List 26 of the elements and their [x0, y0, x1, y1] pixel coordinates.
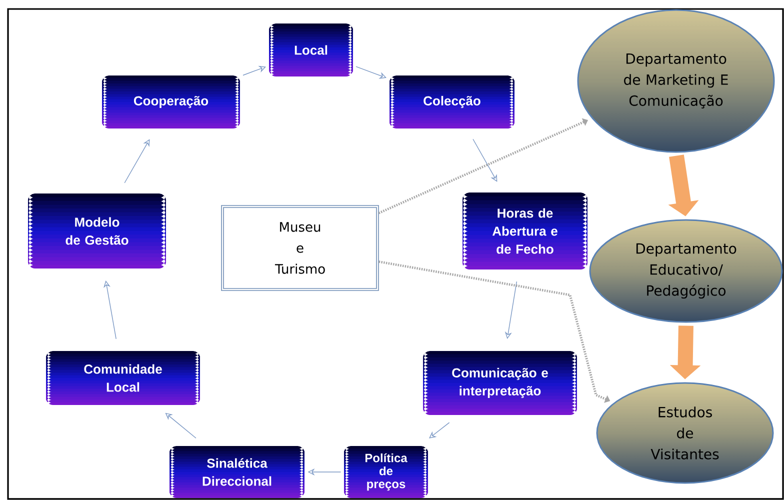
node-label: Comunicação e interpretação — [452, 368, 548, 398]
node-label: de Fecho — [496, 244, 554, 254]
process-box: Sinalética Direccional — [170, 446, 304, 498]
process-box: Horas de Abertura e de Fecho — [462, 192, 588, 270]
process-box: Local — [269, 24, 353, 76]
arrow — [124, 139, 150, 184]
process-box: Comunidade Local — [46, 350, 200, 405]
arrow — [104, 280, 116, 340]
node-label: Modelo de Gestão — [66, 217, 128, 245]
process-box: Comunicação e interpretação — [423, 350, 577, 415]
process-box: Política de preços — [344, 446, 428, 498]
arrow — [356, 66, 386, 79]
node-label: Cooperação — [134, 96, 208, 108]
node-label: Local — [106, 382, 140, 392]
node-label: Horas de — [498, 208, 553, 218]
process-box: Colecção — [390, 76, 514, 128]
node-label: Sinalética Direccional — [202, 458, 272, 486]
node-label: Local — [294, 45, 328, 55]
arrow — [242, 66, 266, 76]
central-box: Museu e Turismo — [221, 205, 379, 291]
arrow — [472, 138, 498, 182]
node-label: Política de preços — [365, 453, 408, 491]
arrow — [429, 422, 450, 438]
process-box: Modelo de Gestão — [28, 193, 166, 268]
process-box: Cooperação — [102, 76, 240, 128]
node-label: Colecção — [424, 96, 480, 108]
